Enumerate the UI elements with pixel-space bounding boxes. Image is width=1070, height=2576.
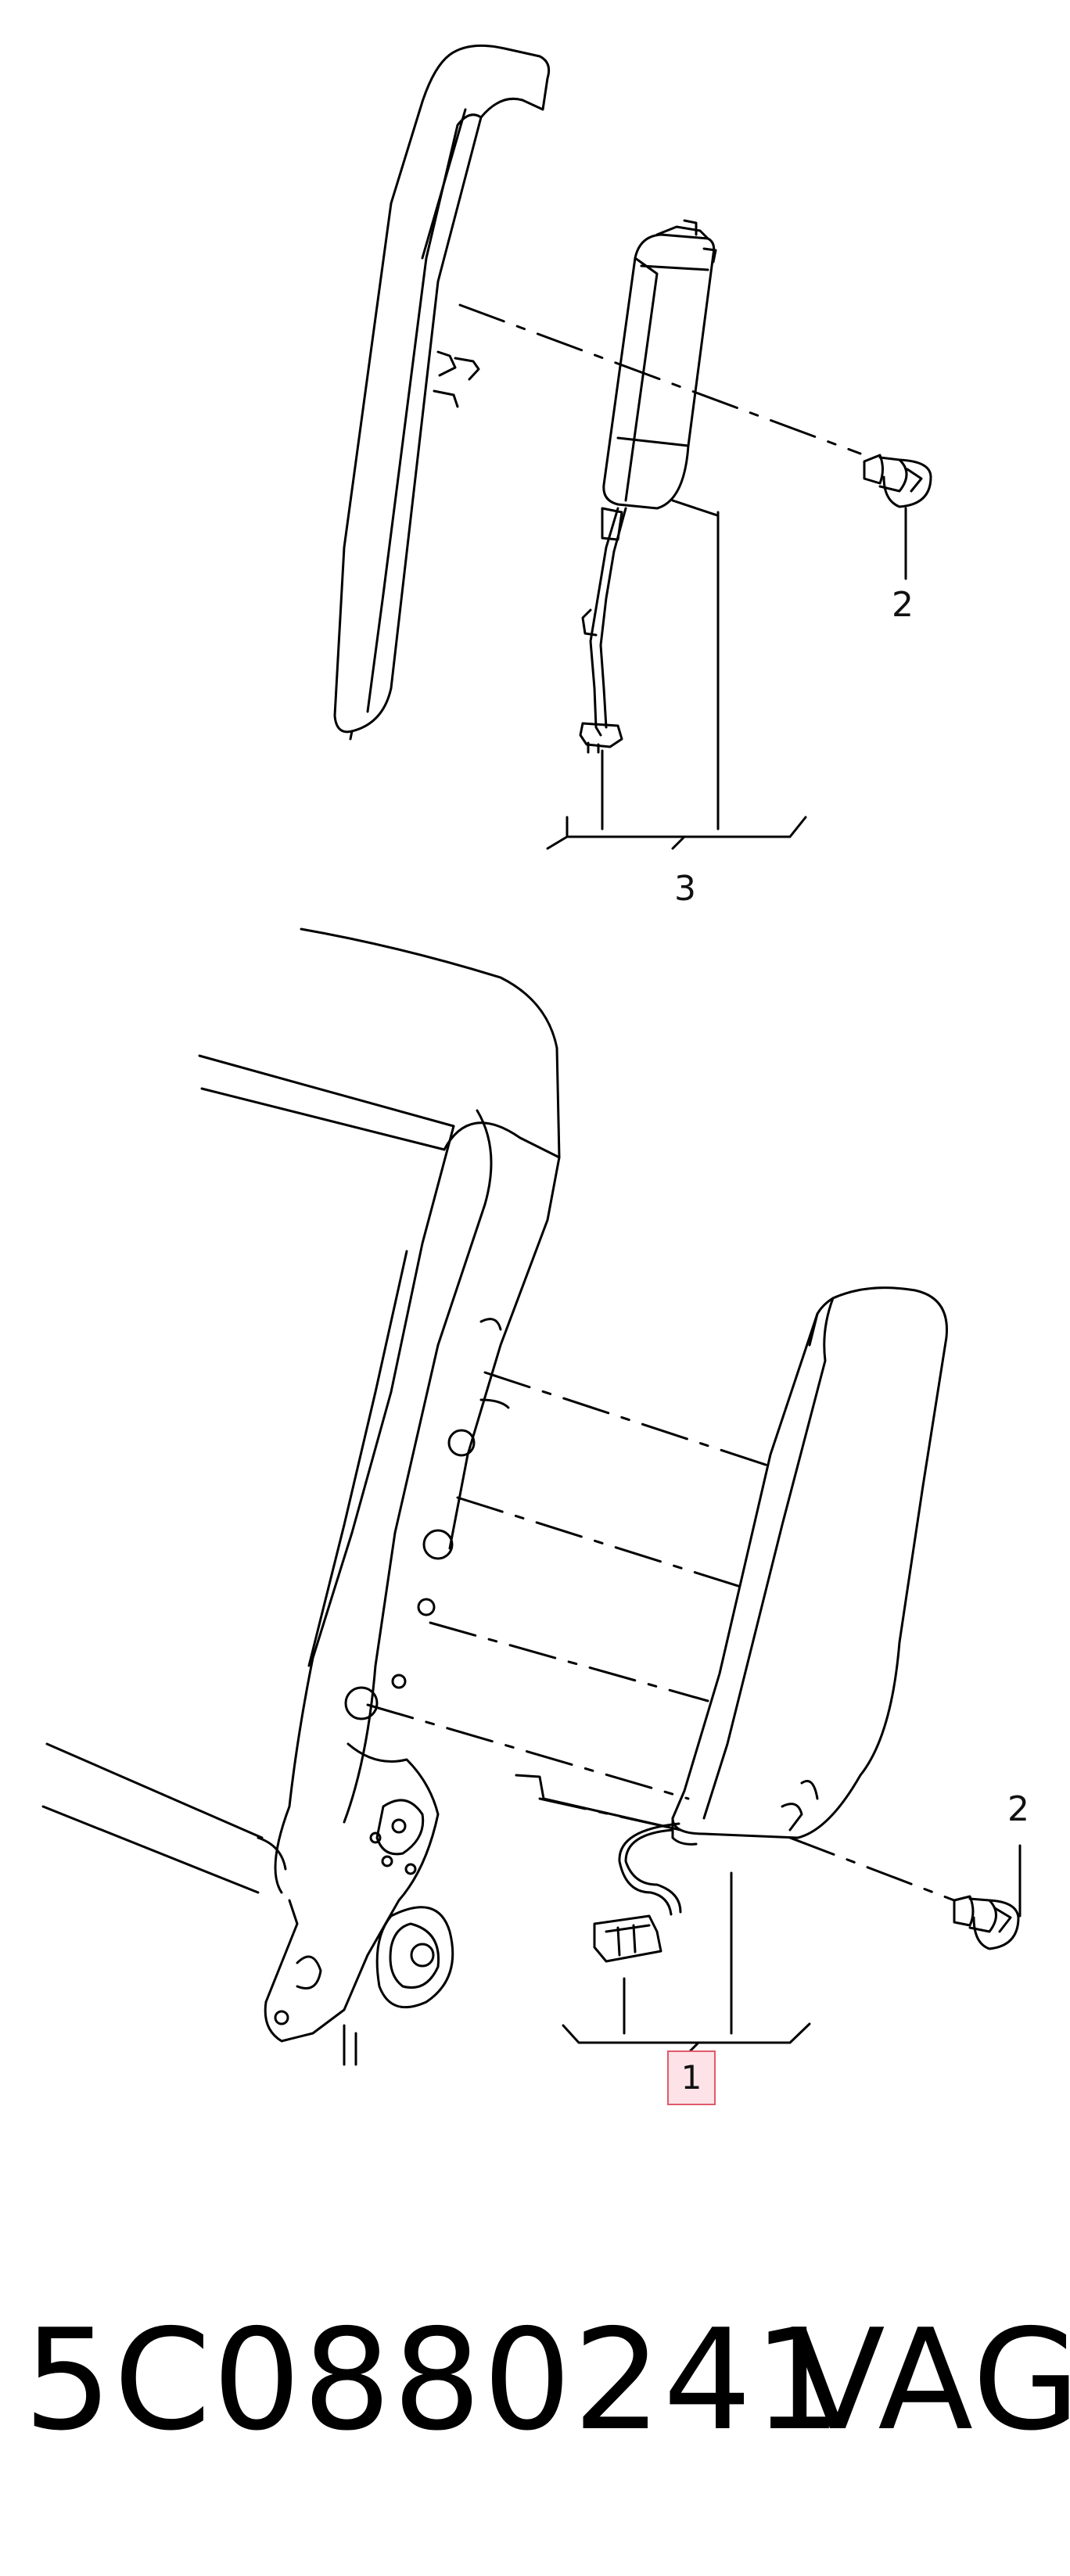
upper-bolster-cover — [333, 44, 551, 741]
callout-screw-lower: 2 — [1007, 1789, 1029, 1829]
callout-side-airbag-highlighted: 1 — [667, 2050, 716, 2105]
upper-dashed-leaders — [458, 303, 862, 518]
lower-screw — [953, 1895, 1020, 1950]
callout-airbag-module: 3 — [674, 869, 696, 909]
upper-leader-lines — [546, 507, 907, 850]
lower-seat-frame — [41, 927, 682, 2066]
lower-side-airbag — [593, 1286, 948, 1963]
part-number: 5C0880241 — [23, 2299, 844, 2461]
lower-leader-lines — [562, 1844, 1022, 2054]
brand-label: VAG — [790, 2299, 1070, 2461]
lower-dashed-leaders — [366, 1371, 956, 1902]
upper-screw — [863, 454, 932, 508]
upper-airbag-module — [579, 219, 717, 754]
callout-screw-upper: 2 — [892, 585, 914, 625]
